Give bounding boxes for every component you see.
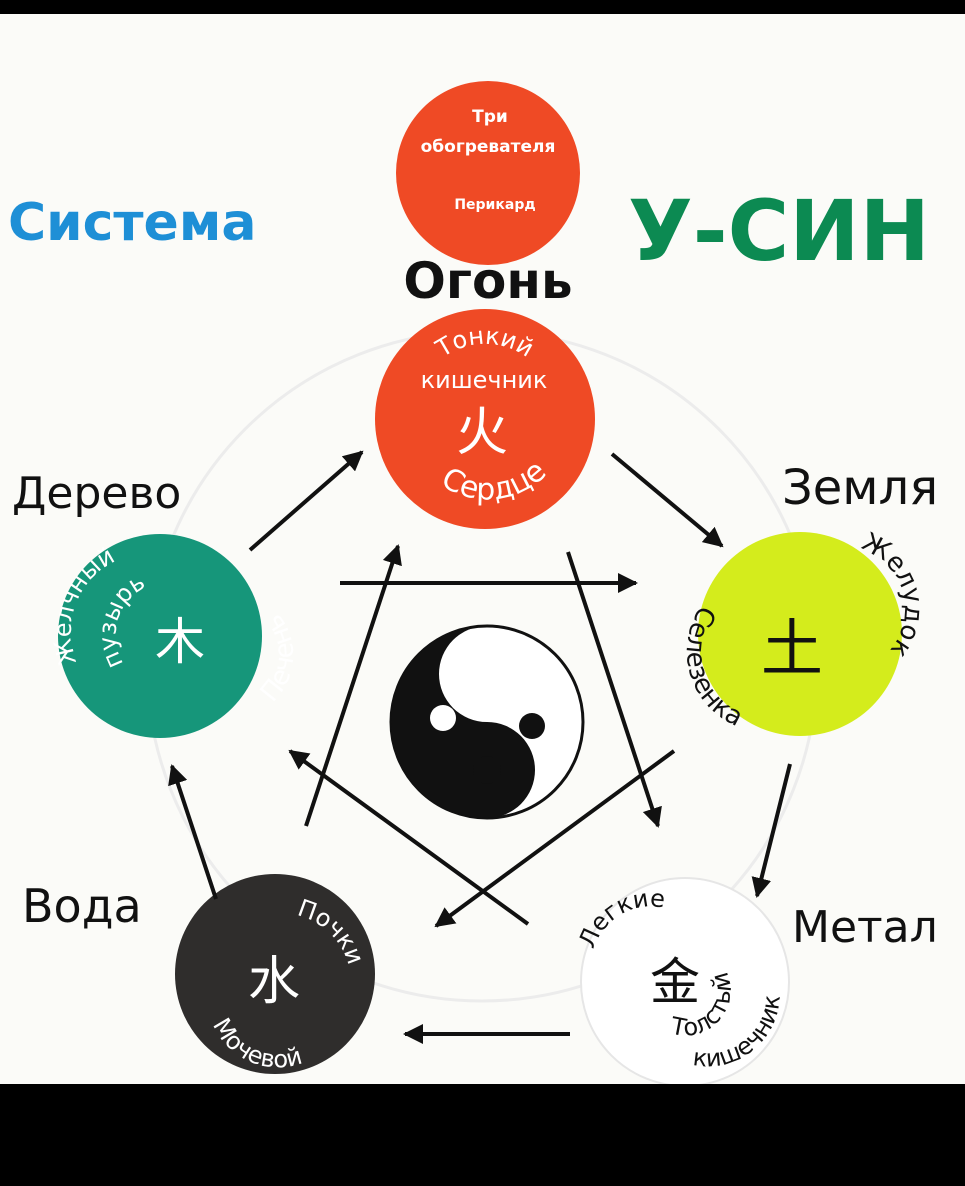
arrow-earth-to-metal <box>751 763 792 898</box>
fire-top-organ-3: Перикард <box>454 197 535 213</box>
water-glyph: 水 <box>248 952 300 1012</box>
fire-top-circle <box>396 81 580 265</box>
wood-organ-3: Печень <box>255 609 301 708</box>
wood-glyph: 木 <box>155 613 205 671</box>
arrow-water-to-wood <box>168 764 218 900</box>
wu-xing-diagram: Система У-СИН Три обогревателя Перикард … <box>8 81 938 1084</box>
generation-arrows <box>168 450 792 1044</box>
diagram-canvas: Система У-СИН Три обогревателя Перикард … <box>0 14 965 1084</box>
earth-label: Земля <box>782 460 938 516</box>
fire-top-organ-2: обогревателя <box>421 137 556 157</box>
water-circle <box>175 874 375 1074</box>
metal-label: Метал <box>792 902 938 953</box>
control-arrows <box>288 544 676 928</box>
metal-glyph: 金 <box>650 953 700 1011</box>
arrow-fire-to-metal <box>566 551 662 828</box>
yin-dot <box>430 705 456 731</box>
earth-glyph: 土 <box>761 612 823 685</box>
metal-circle <box>580 877 790 1084</box>
arrow-fire-to-earth <box>610 452 724 548</box>
arrow-water-to-fire <box>304 544 402 827</box>
earth-circle <box>698 532 902 736</box>
fire-glyph: 火 <box>456 403 508 463</box>
fire-top-organ-1: Три <box>472 107 508 127</box>
title-right: У-СИН <box>628 182 930 280</box>
fire-organ-2: кишечник <box>421 366 548 394</box>
arrow-metal-to-wood <box>288 749 530 926</box>
yang-dot <box>519 713 545 739</box>
arrow-wood-to-fire <box>248 450 364 552</box>
fire-label: Огонь <box>403 252 572 310</box>
yin-yang-icon <box>389 624 585 820</box>
wood-circle <box>58 534 262 738</box>
fire-circle <box>375 309 595 529</box>
arrow-earth-to-water <box>434 749 676 928</box>
wood-label: Дерево <box>12 468 181 519</box>
water-label: Вода <box>22 879 142 933</box>
title-left: Система <box>8 193 256 253</box>
